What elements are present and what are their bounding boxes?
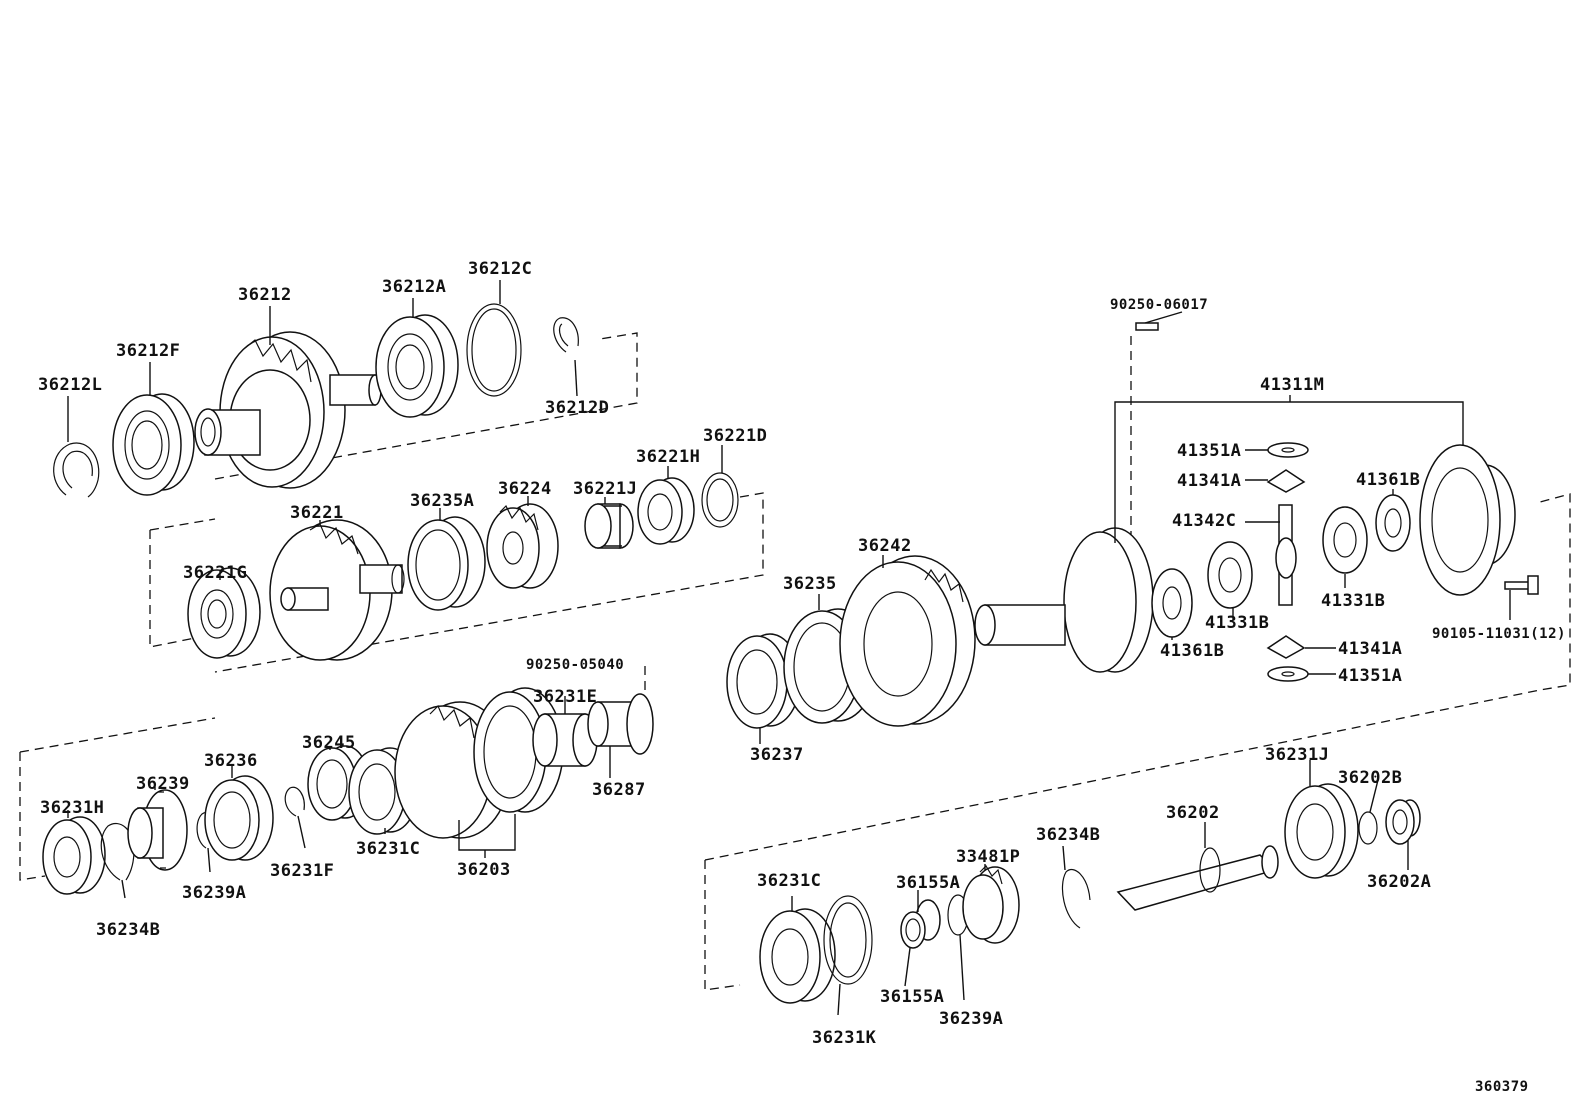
label-36231H: 36231H	[40, 798, 104, 818]
sleeve-36235A	[407, 516, 486, 611]
label-36239A: 36239A	[182, 883, 246, 903]
bearing-36231J	[1284, 783, 1359, 879]
label-41351A: 41351A	[1177, 441, 1241, 461]
synchro-36236	[204, 775, 274, 861]
label-36242: 36242	[858, 536, 912, 556]
label-36231C-lower: 36231C	[757, 871, 821, 891]
label-41342C: 41342C	[1172, 511, 1236, 531]
snap-ring-36234B-lower	[1061, 869, 1091, 929]
label-36221: 36221	[290, 503, 344, 523]
bolt-90105-11031	[1504, 575, 1539, 595]
spacer-36155A	[900, 899, 941, 949]
gear-shaft-36212	[194, 331, 382, 489]
label-36231F: 36231F	[270, 861, 334, 881]
label-36231E: 36231E	[533, 687, 597, 707]
thrust-washer-41351A	[1267, 442, 1309, 682]
label-36155A-lower: 36155A	[880, 987, 944, 1007]
label-41311M: 41311M	[1260, 375, 1324, 395]
label-36212A: 36212A	[382, 277, 446, 297]
pinion-shaft-41342C	[1275, 504, 1297, 606]
label-36239A-lower: 36239A	[939, 1009, 1003, 1029]
gear-36221	[269, 519, 405, 661]
bearing-36231C-lower	[759, 908, 836, 1004]
part-labels: 36212L 36212F 36212 36212A 36212C 36212D…	[38, 259, 1566, 1095]
sleeve-36287	[587, 693, 654, 755]
bearing-36231H	[42, 816, 106, 895]
label-36235A: 36235A	[410, 491, 474, 511]
label-41361B-lower: 41361B	[1160, 641, 1224, 661]
gear-36239	[127, 789, 188, 871]
label-90250-06017: 90250-06017	[1110, 297, 1208, 313]
label-36236: 36236	[204, 751, 258, 771]
leader-lines	[67, 280, 1511, 1016]
label-36224: 36224	[498, 479, 552, 499]
label-36221J: 36221J	[573, 479, 637, 499]
label-36287: 36287	[592, 780, 646, 800]
clip-36212D	[553, 317, 579, 353]
diagram-reference-number: 360379	[1475, 1079, 1529, 1095]
label-90105-11031: 90105-11031(12)	[1432, 626, 1566, 642]
label-36221G: 36221G	[183, 563, 247, 583]
side-gear-41331B	[1207, 506, 1368, 609]
bearing-36212F	[112, 393, 195, 496]
gear-set-36203	[394, 687, 564, 839]
bearing-36221G	[187, 567, 261, 659]
label-36231C: 36231C	[356, 839, 420, 859]
label-41331B-right: 41331B	[1321, 591, 1385, 611]
label-36231J: 36231J	[1265, 745, 1329, 765]
label-36203: 36203	[457, 860, 511, 880]
label-41341A-lower: 41341A	[1338, 639, 1402, 659]
label-36221H: 36221H	[636, 447, 700, 467]
label-36202B: 36202B	[1338, 768, 1402, 788]
input-shaft-36202	[1116, 845, 1279, 911]
label-36155A: 36155A	[896, 873, 960, 893]
label-36231K: 36231K	[812, 1028, 877, 1048]
label-41361B: 41361B	[1356, 470, 1420, 490]
nut-36202A	[1385, 799, 1421, 845]
pin-90250-06017	[1135, 322, 1159, 331]
label-33481P: 33481P	[956, 847, 1020, 867]
gear-33481P	[962, 865, 1020, 944]
label-36212L: 36212L	[38, 375, 102, 395]
group-outlines	[19, 332, 1571, 991]
label-36202: 36202	[1166, 803, 1220, 823]
label-90250-05040: 90250-05040	[526, 657, 624, 673]
bearing-36221H	[637, 477, 695, 545]
label-36212: 36212	[238, 285, 292, 305]
label-36212F: 36212F	[116, 341, 180, 361]
label-36202A: 36202A	[1367, 872, 1431, 892]
label-36235: 36235	[783, 574, 837, 594]
bearing-36212A	[375, 314, 459, 418]
label-36234B-lower: 36234B	[1036, 825, 1100, 845]
clip-36231F	[284, 786, 305, 817]
label-36237: 36237	[750, 745, 804, 765]
snap-ring-36234B	[100, 822, 135, 881]
diff-case-half	[1419, 444, 1516, 596]
label-36234B: 36234B	[96, 920, 160, 940]
label-41351A-lower: 41351A	[1338, 666, 1402, 686]
label-36239: 36239	[136, 774, 190, 794]
snap-ring-36212L	[53, 442, 100, 498]
ring-gear-36242	[839, 555, 976, 727]
label-41331B: 41331B	[1205, 613, 1269, 633]
label-36221D: 36221D	[703, 426, 767, 446]
needle-bearing-36221J	[584, 503, 634, 549]
ring-36202B	[1358, 811, 1378, 845]
diff-case-41311M	[974, 527, 1154, 673]
ring-36212C	[466, 303, 522, 397]
label-41341A: 41341A	[1177, 471, 1241, 491]
ring-36221D	[701, 472, 739, 528]
label-36212C: 36212C	[468, 259, 532, 279]
race-36231K	[823, 895, 873, 985]
gear-36224	[486, 503, 559, 589]
pinion-41341A	[1266, 469, 1306, 659]
label-36212D: 36212D	[545, 398, 609, 418]
label-36245: 36245	[302, 733, 356, 753]
